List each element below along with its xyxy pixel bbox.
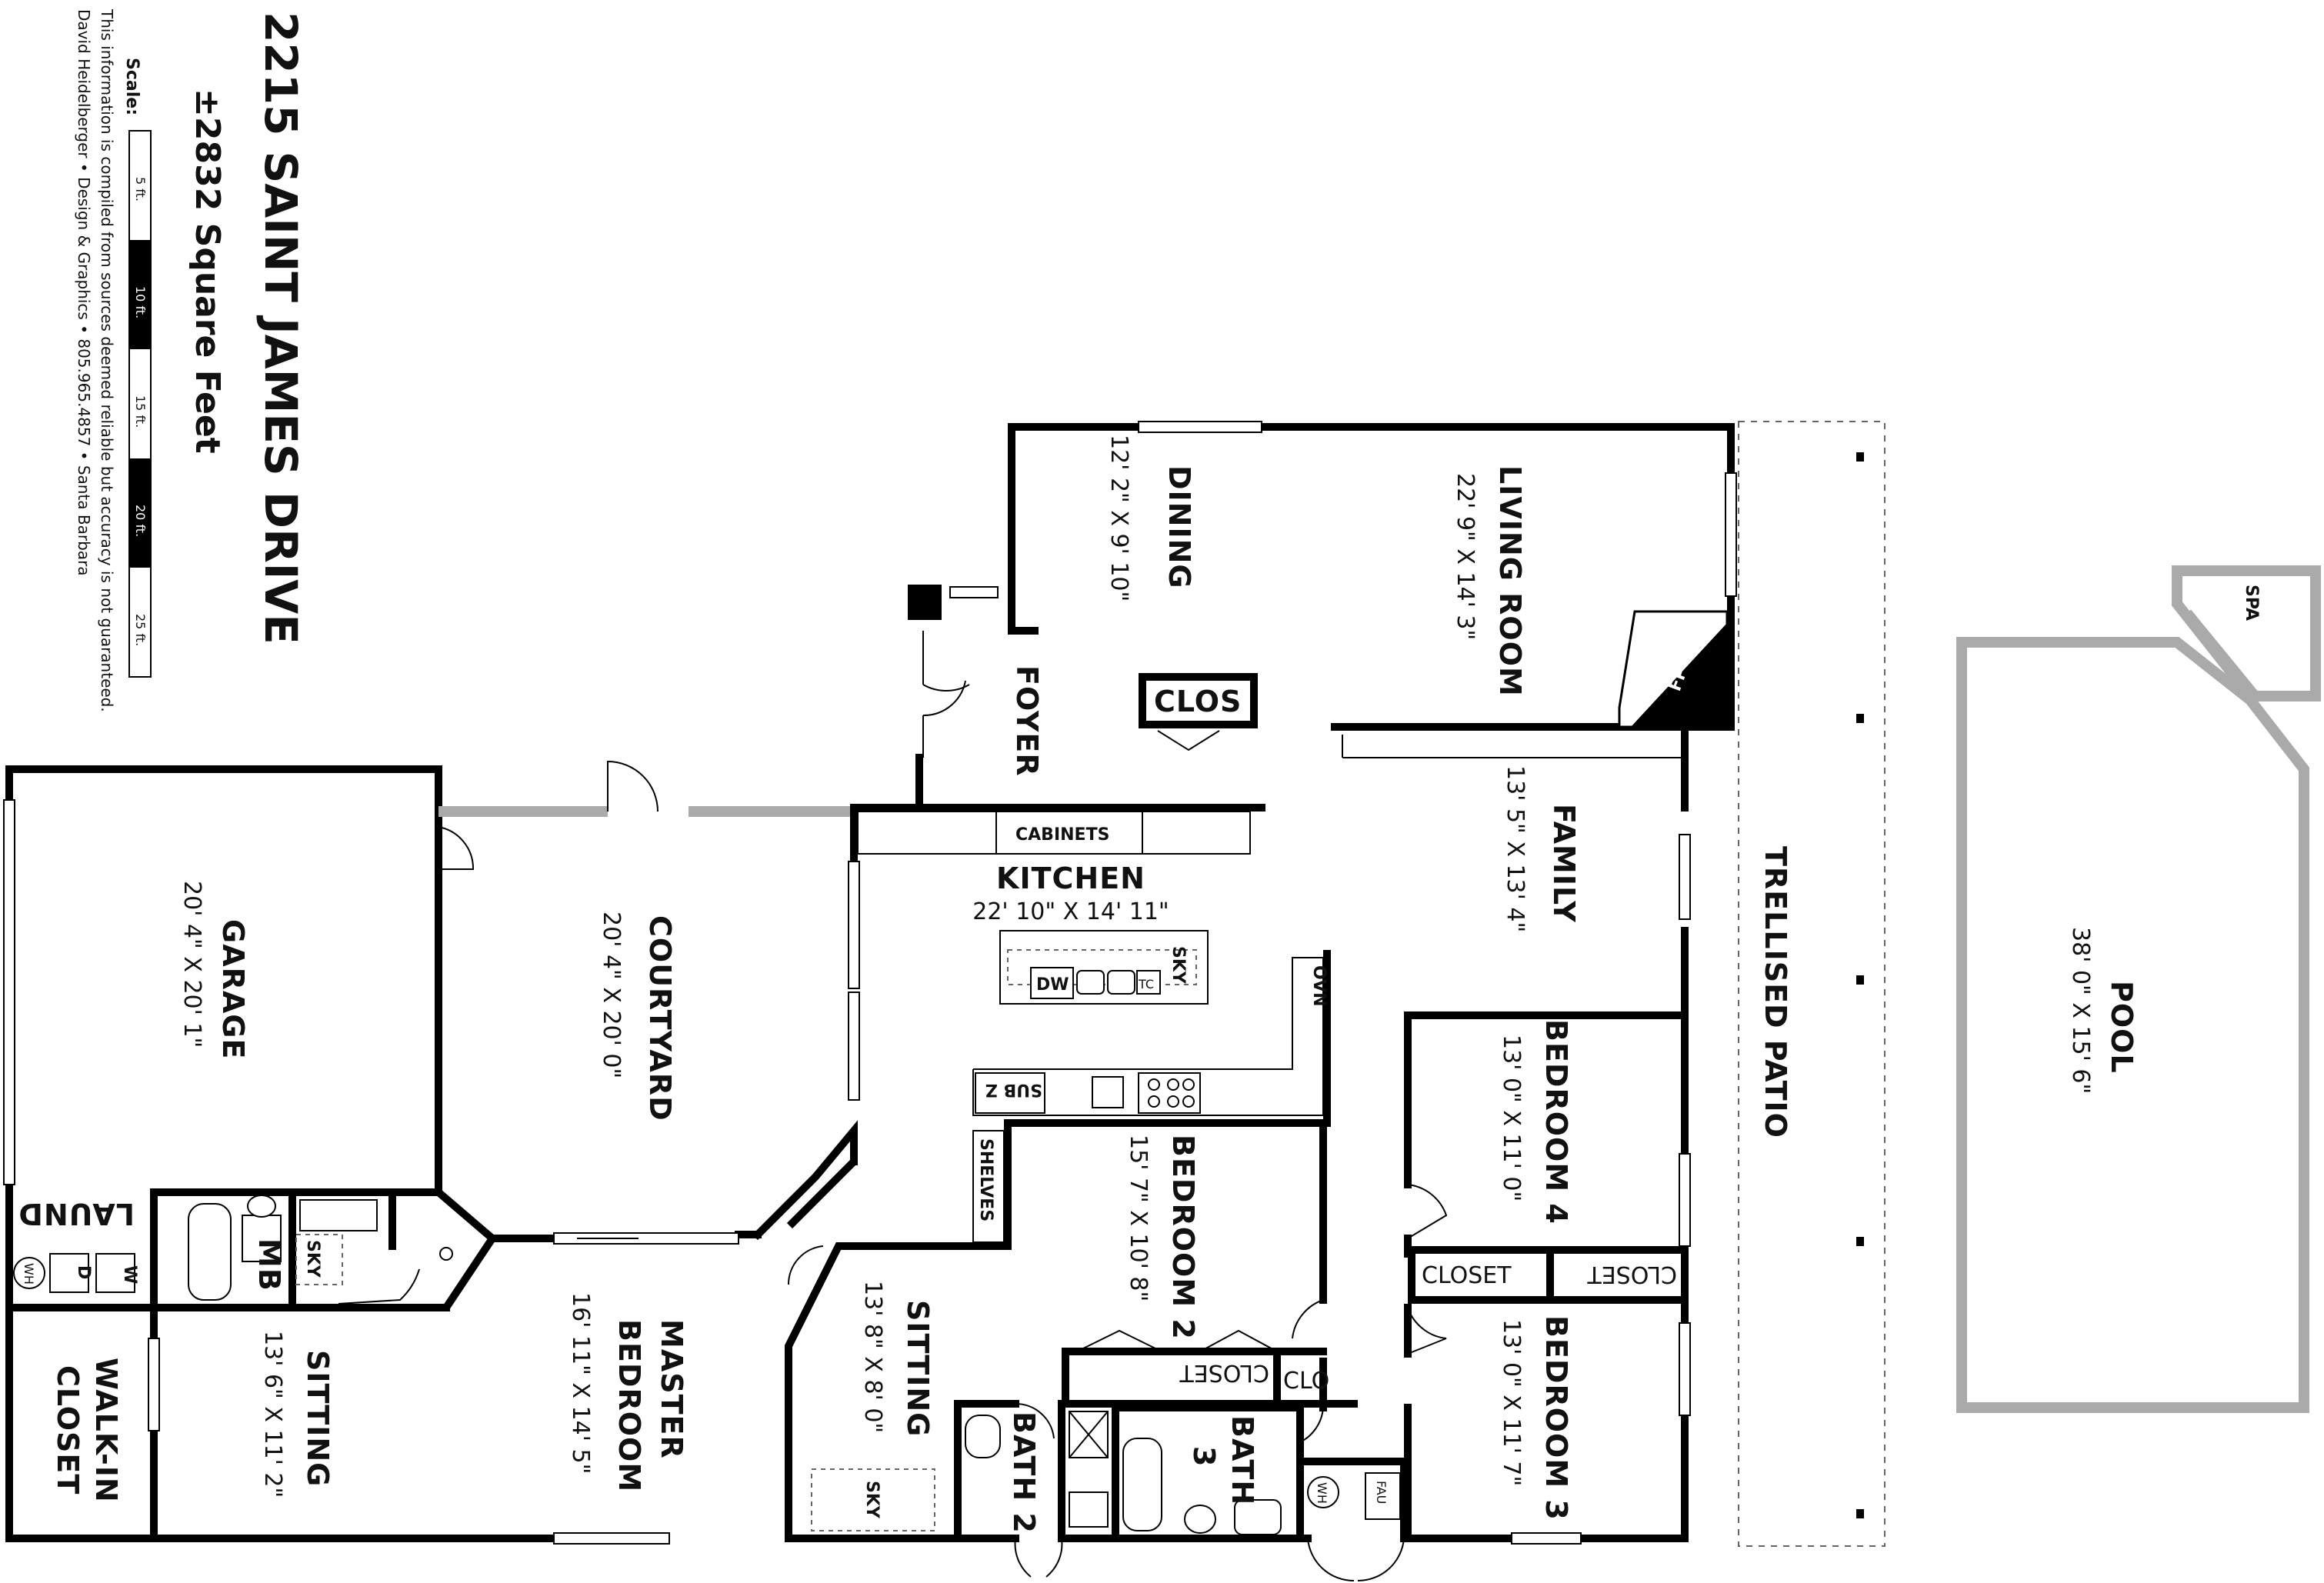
scale-tick: 25 ft. (133, 614, 148, 646)
disclaimer: This information is compiled from source… (98, 8, 116, 712)
living-dims: 22' 9" X 14' 3" (1452, 473, 1479, 640)
fixtures (13, 610, 1729, 1535)
walls (5, 423, 1735, 1542)
closet-label-bed2: CLOSET (1179, 1359, 1269, 1386)
patio-name: TRELLISED PATIO (1759, 846, 1792, 1138)
mb-label: MB (252, 1238, 286, 1291)
courtyard-dims: 20' 4" X 20' 0" (598, 911, 625, 1078)
sky-label-bath: SKY (303, 1240, 322, 1278)
bath2-name: BATH 2 (1007, 1411, 1041, 1534)
property-title: 2215 SAINT JAMES DRIVE (255, 12, 307, 645)
family-dims: 13' 5" X 13' 4" (1502, 765, 1529, 932)
walkin-name-2: CLOSET (51, 1365, 85, 1495)
sitting-master-name: SITTING (301, 1350, 335, 1487)
sky-label-sitting: SKY (862, 1481, 882, 1519)
fau-label: FAU (1374, 1481, 1389, 1504)
laund-name: LAUND (18, 1197, 135, 1231)
bath3-name-2: 3 (1187, 1446, 1221, 1467)
dining-name: DINING (1162, 465, 1196, 589)
garage-dims: 20' 4" X 20' 1" (178, 881, 205, 1048)
garage-name: GARAGE (216, 919, 250, 1059)
living-name: LIVING ROOM (1493, 465, 1527, 697)
bedroom3-dims: 13' 0" X 11' 7" (1498, 1319, 1525, 1486)
dw-label: DW (1036, 975, 1069, 995)
sitting-mid-dims: 13' 8" X 8' 0" (859, 1281, 886, 1433)
wh-label-bath: WH (1315, 1482, 1329, 1504)
patio-posts (1856, 452, 1864, 1518)
sitting-mid-name: SITTING (901, 1300, 935, 1437)
spa-divider (2186, 609, 2261, 698)
bedroom4-dims: 13' 0" X 11' 0" (1498, 1035, 1525, 1201)
family-name: FAMILY (1547, 804, 1581, 923)
ovn-label: OVN (1309, 965, 1329, 1007)
wh-label-laund: WH (22, 1263, 36, 1285)
closet-label-right: CLOSET (1587, 1261, 1677, 1288)
sitting-master-dims: 13' 6" X 11' 2" (259, 1331, 286, 1498)
w-label: W (120, 1265, 139, 1284)
pool-name: POOL (2105, 981, 2139, 1074)
bath3-name-1: BATH (1225, 1415, 1259, 1505)
room-labels: DINING 12' 2" X 9' 10" LIVING ROOM 22' 9… (18, 435, 2261, 1534)
bedroom2-name: BEDROOM 2 (1166, 1135, 1200, 1340)
plan-header: 2215 SAINT JAMES DRIVE ±2832 Square Feet… (75, 8, 307, 712)
credit-line: David Heidelberger • Design & Graphics •… (75, 9, 93, 576)
pool-outline (1956, 637, 2309, 1413)
d-label: D (74, 1265, 93, 1279)
pool-dims: 38' 0" X 15' 6" (2067, 927, 2094, 1094)
master-dims: 16' 11" X 14' 5" (567, 1292, 594, 1474)
courtyard-name: COURTYARD (643, 915, 677, 1121)
bedroom2-dims: 15' 7" X 10' 8" (1125, 1135, 1152, 1301)
spa-name: SPA (2242, 585, 2261, 621)
windows (3, 421, 1737, 1545)
kitchen-name: KITCHEN (996, 861, 1145, 895)
shelves-label: SHELVES (976, 1138, 995, 1221)
master-name-1: MASTER (655, 1319, 689, 1459)
clo-label: CLO (1283, 1368, 1329, 1395)
cabinets-label: CABINETS (1015, 825, 1109, 845)
foyer-name: FOYER (1010, 665, 1044, 777)
walkin-name-1: WALK-IN (89, 1358, 123, 1503)
spa-outline (2172, 565, 2321, 702)
square-footage: ±2832 Square Feet (188, 88, 227, 454)
doors (338, 631, 1448, 1582)
dining-dims: 12' 2" X 9' 10" (1105, 435, 1132, 602)
subz-label: SUB Z (985, 1080, 1042, 1099)
cabinets-counter (857, 811, 1251, 855)
sky-label-kitchen: SKY (1169, 946, 1188, 985)
scale-bar: 5 ft. 10 ft. 15 ft. 20 ft. 25 ft. (128, 130, 152, 678)
master-name-2: BEDROOM (612, 1319, 646, 1492)
scale-tick: 10 ft. (133, 286, 148, 318)
bedroom4-name: BEDROOM 4 (1539, 1019, 1573, 1225)
kitchen-dims: 22' 10" X 14' 11" (972, 898, 1169, 925)
trellised-patio-outline (1738, 421, 1886, 1547)
bedroom3-name: BEDROOM 3 (1539, 1315, 1573, 1521)
closet-label: CLOSET (1422, 1262, 1512, 1289)
scale-tick: 20 ft. (133, 505, 148, 537)
tc-label: TC (1138, 977, 1154, 991)
clos-label: CLOS (1154, 685, 1242, 718)
scale-label: Scale: (122, 58, 142, 115)
scale-tick: 15 ft. (133, 395, 148, 428)
scale-tick: 5 ft. (133, 177, 148, 202)
fixture-labels: CLOS FP CABINETS CLOSET CLOSET CLOSET CL… (22, 665, 1692, 1519)
